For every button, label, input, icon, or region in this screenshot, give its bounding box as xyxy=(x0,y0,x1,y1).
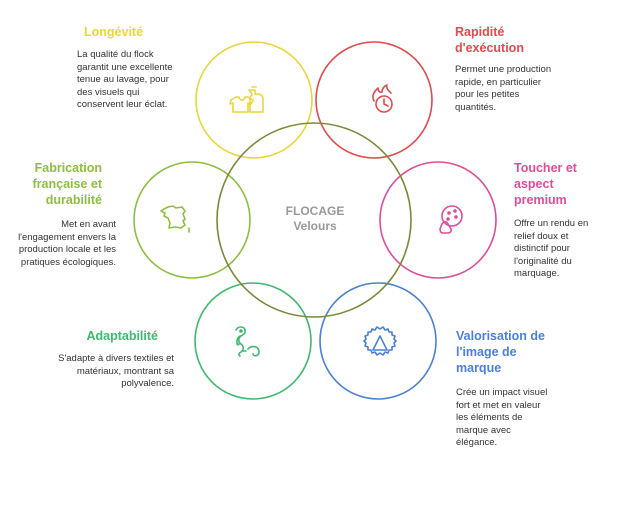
desc-toucher: Offre un rendu en relief doux et distinc… xyxy=(514,218,589,279)
desc-adaptabilite: S'adapte à divers textiles et matériaux,… xyxy=(58,353,174,389)
title-rapidite: Rapidité d'exécution xyxy=(455,25,524,55)
circle-valorisation xyxy=(319,282,437,400)
title-toucher: Toucher et aspect premium xyxy=(514,161,577,207)
center-line1: FLOCAGE xyxy=(285,204,345,218)
center-label: FLOCAGE Velours xyxy=(265,204,365,234)
circle-toucher xyxy=(379,161,497,279)
title-adaptabilite: Adaptabilité xyxy=(86,329,158,343)
soft-touch-icon xyxy=(439,205,463,234)
title-valorisation: Valorisation de l'image de marque xyxy=(456,329,545,375)
brand-badge-icon xyxy=(363,326,397,356)
desc-longevite: La qualité du flock garantit une excelle… xyxy=(77,49,173,110)
center-line2: Velours xyxy=(293,219,337,233)
chameleon-icon xyxy=(235,326,260,357)
desc-valorisation: Crée un impact visuel fort et met en val… xyxy=(456,387,548,448)
circle-longevite xyxy=(195,41,313,159)
france-map-icon xyxy=(160,205,190,233)
fast-clock-icon xyxy=(372,84,393,113)
circle-rapidite xyxy=(315,41,433,159)
desc-fabrication: Met en avant l'engagement envers la prod… xyxy=(18,219,116,268)
desc-rapidite: Permet une production rapide, en particu… xyxy=(455,64,552,113)
circle-fabrication xyxy=(133,161,251,279)
circle-center xyxy=(216,122,412,318)
title-longevite: Longévité xyxy=(84,25,144,39)
circle-adaptabilite xyxy=(194,282,312,400)
title-fabrication: Fabrication française et durabilité xyxy=(32,161,102,207)
laundry-icon xyxy=(229,86,264,113)
